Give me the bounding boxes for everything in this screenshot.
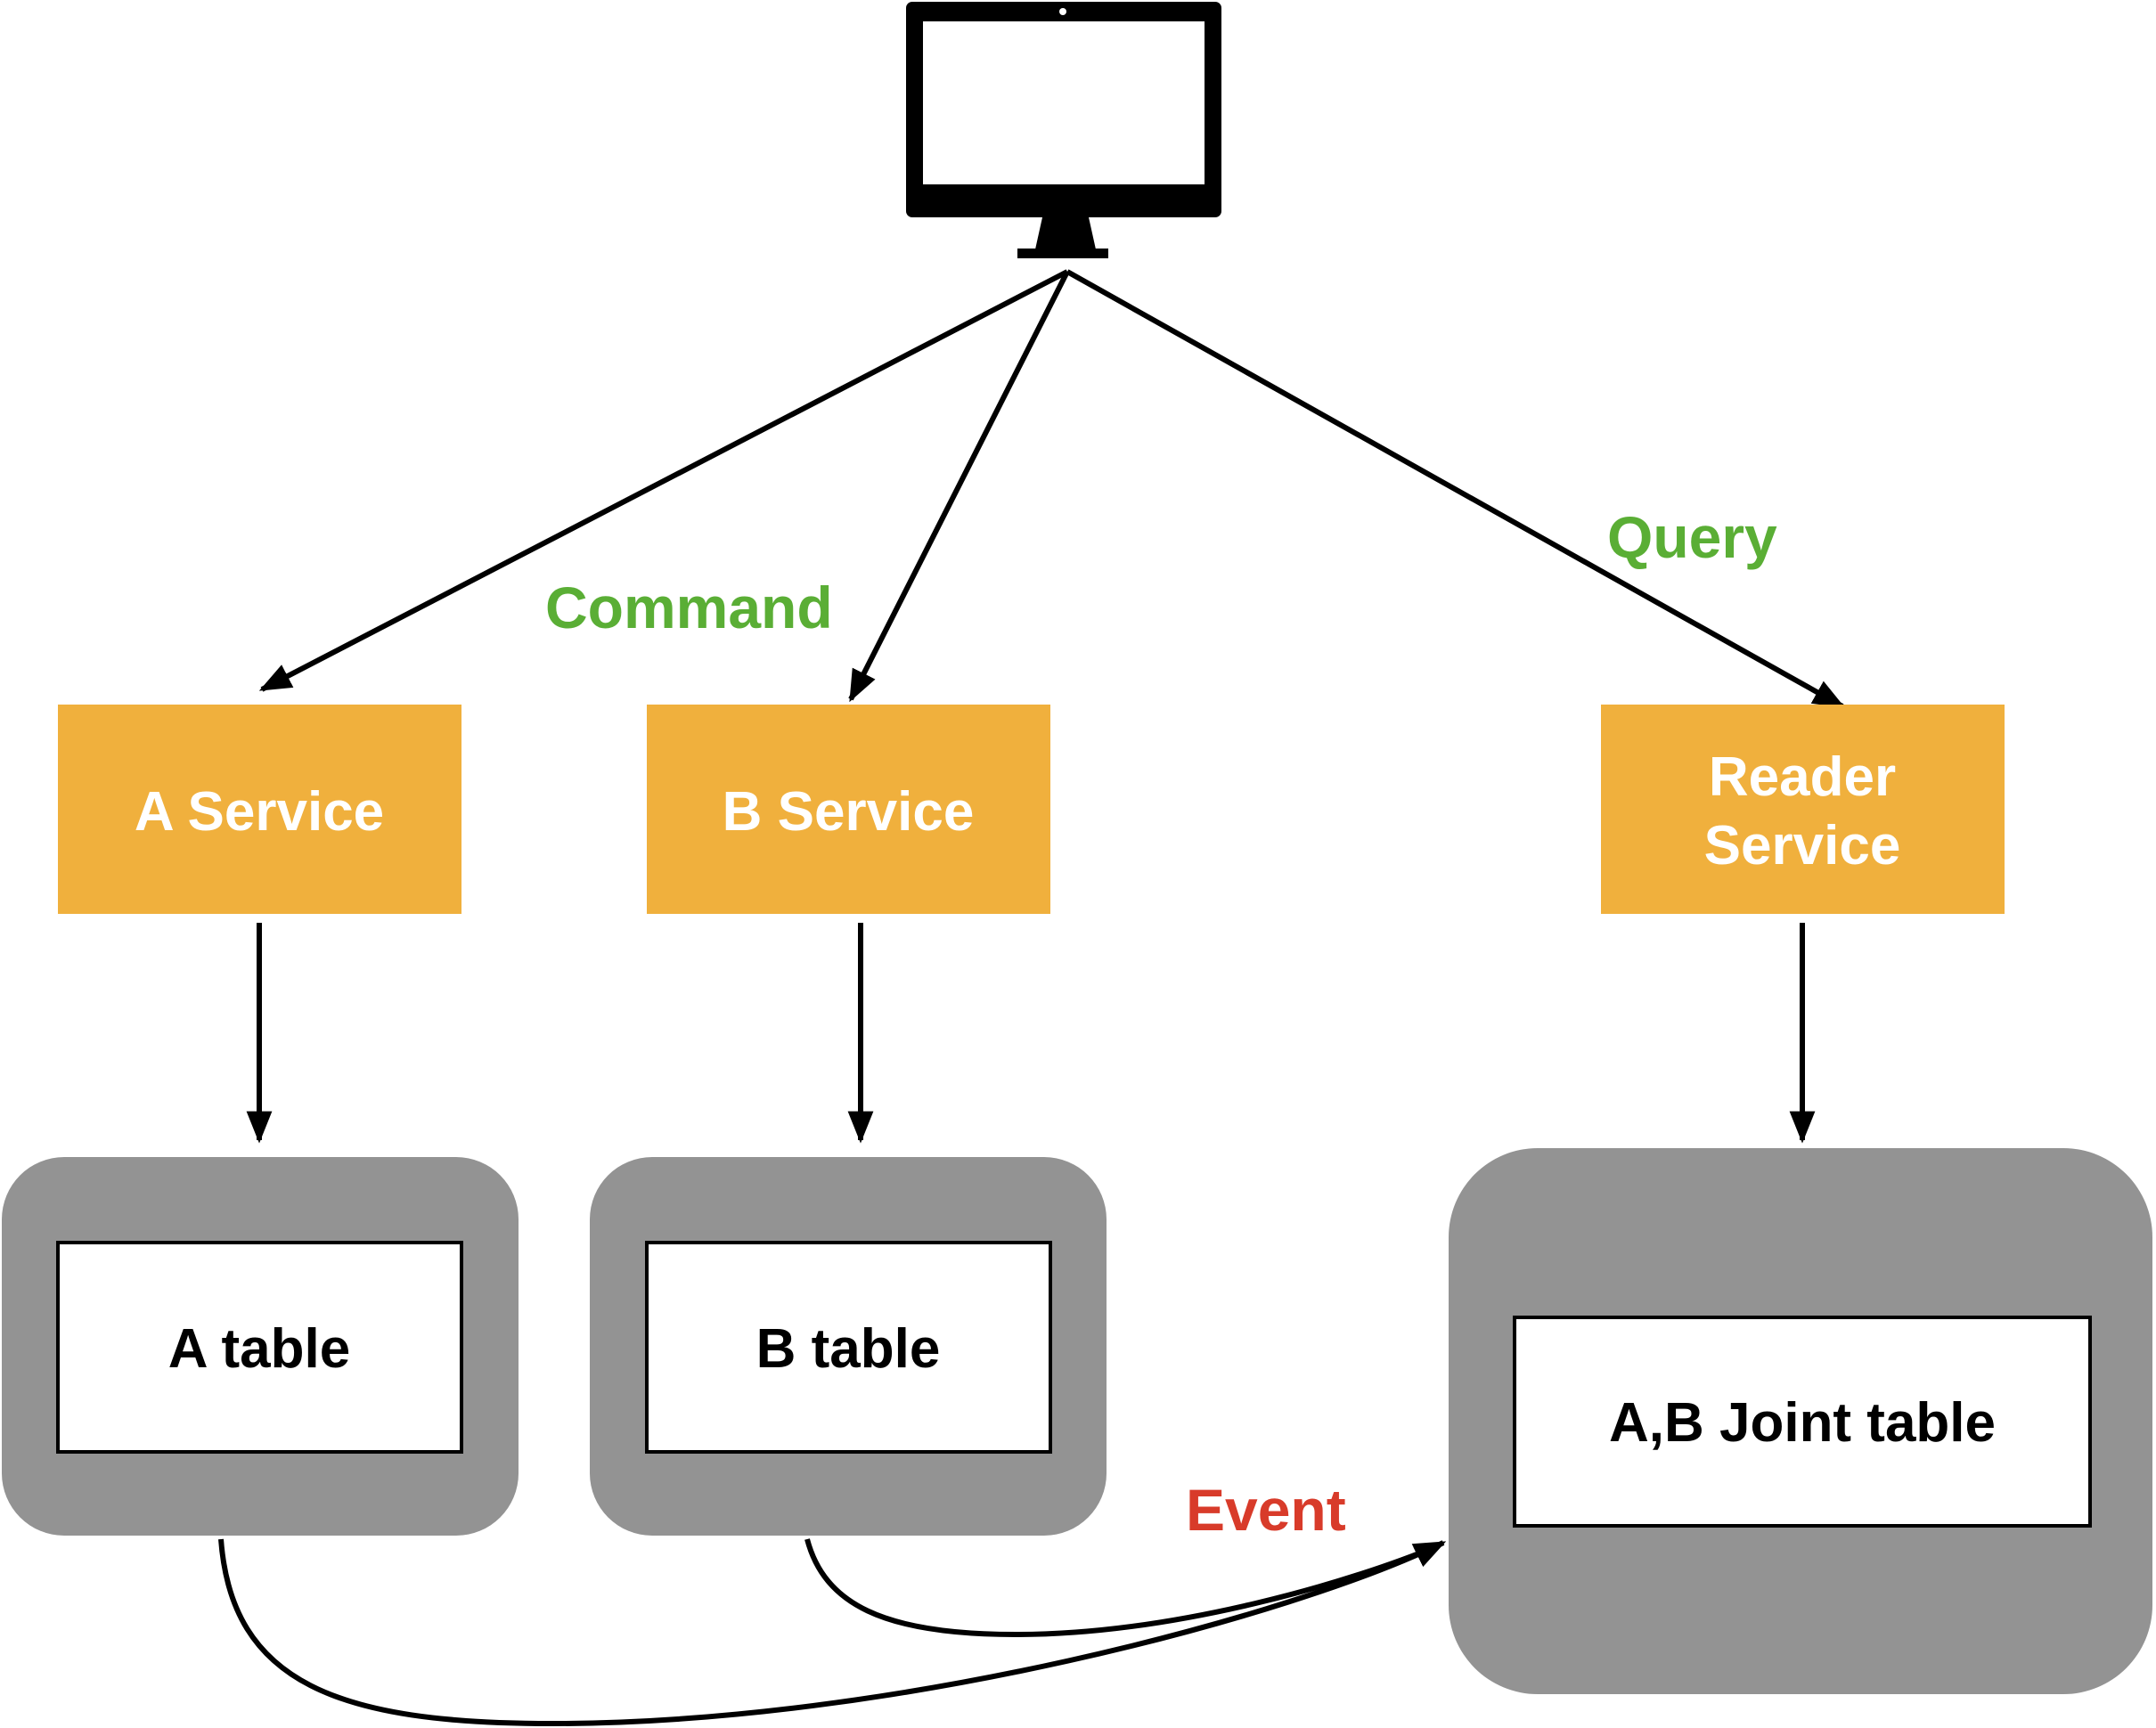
b-service-box: B Service bbox=[647, 705, 1050, 914]
arrow-to-reader-service bbox=[1066, 269, 1846, 709]
event-curve-from-b bbox=[804, 1538, 1441, 1638]
event-label: Event bbox=[1186, 1477, 1346, 1543]
arrow-to-a-service bbox=[258, 269, 1069, 692]
reader-service-label-line2: Service bbox=[1704, 815, 1901, 876]
event-arrows bbox=[218, 1538, 1447, 1727]
command-label: Command bbox=[545, 575, 833, 640]
joint-db-container: A,B Joint table bbox=[1449, 1148, 2152, 1694]
client-arrows bbox=[258, 269, 1846, 709]
a-table-label: A table bbox=[168, 1318, 350, 1380]
monitor-icon bbox=[906, 2, 1221, 258]
reader-service-label-line1: Reader bbox=[1709, 746, 1896, 808]
joint-table-label: A,B Joint table bbox=[1609, 1392, 1996, 1454]
a-service-label: A Service bbox=[135, 781, 384, 843]
a-db-container: A table bbox=[2, 1157, 519, 1536]
reader-service-box: Reader Service bbox=[1601, 705, 2005, 914]
event-curve-from-a bbox=[218, 1538, 1447, 1727]
service-db-arrows bbox=[246, 923, 1816, 1144]
query-label: Query bbox=[1607, 504, 1777, 570]
b-table-label: B table bbox=[756, 1318, 941, 1380]
b-service-label: B Service bbox=[723, 781, 975, 843]
b-db-container: B table bbox=[590, 1157, 1107, 1536]
a-service-box: A Service bbox=[58, 705, 461, 914]
arrow-to-b-service bbox=[848, 270, 1070, 703]
